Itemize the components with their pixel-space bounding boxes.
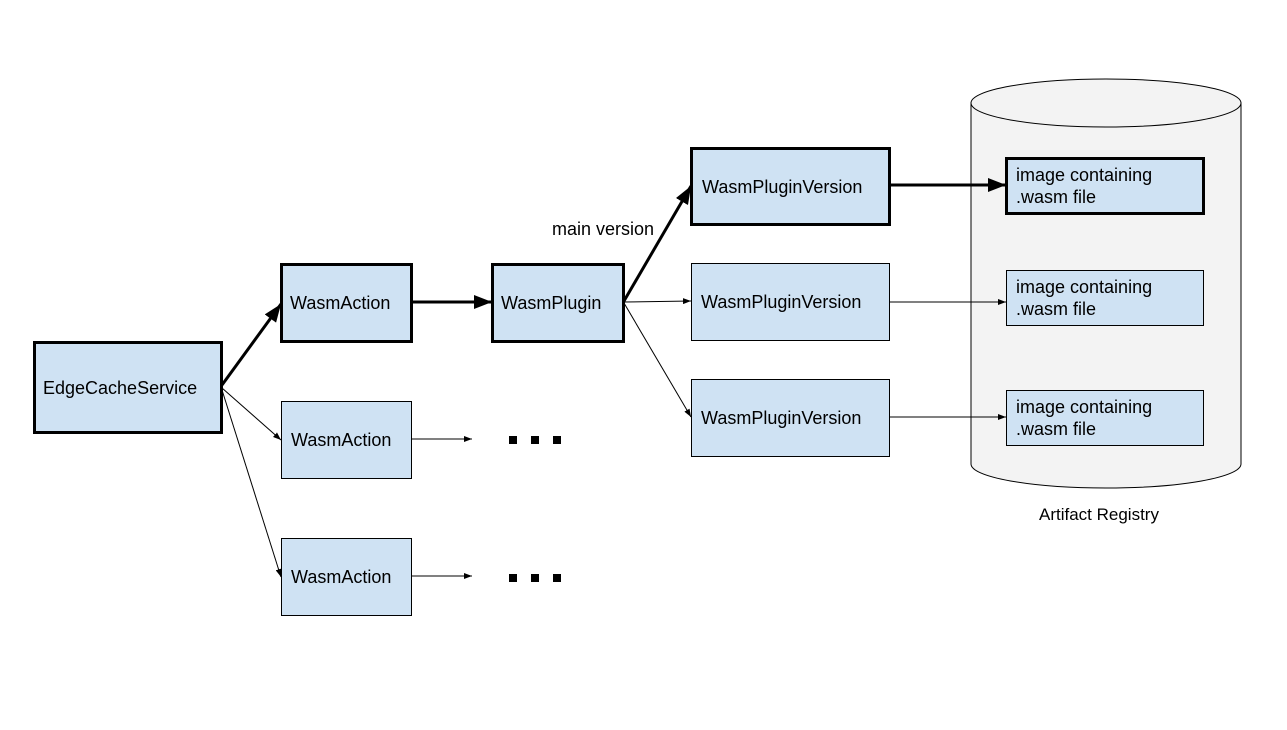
main-version-label: main version <box>552 219 655 239</box>
wasm-image-label-line2: .wasm file <box>1016 299 1097 319</box>
wasm-action-node-1: WasmAction <box>280 263 413 343</box>
wasm-image-label-line1: image containing <box>1016 277 1153 297</box>
continuation-ellipsis-2 <box>509 574 561 582</box>
wasm-plugin-version-node-3: WasmPluginVersion <box>691 379 890 457</box>
wasm-plugin-version-node-2: WasmPluginVersion <box>691 263 890 341</box>
edge-service-to-action-3 <box>221 389 282 578</box>
wasm-image-label-line2: .wasm file <box>1016 187 1097 207</box>
wasm-action-node-3: WasmAction <box>281 538 412 616</box>
edge-service-to-action-1 <box>220 303 283 386</box>
wasm-plugin-node: WasmPlugin <box>491 263 625 343</box>
ellipsis-dot <box>553 574 561 582</box>
ellipsis-dot <box>531 574 539 582</box>
artifact-registry-label: Artifact Registry <box>1039 505 1159 524</box>
wasm-image-label-line1: image containing <box>1016 165 1153 185</box>
wasm-plugin-version-label: WasmPluginVersion <box>702 176 863 197</box>
wasm-action-node-2: WasmAction <box>281 401 412 479</box>
ellipsis-dot <box>509 574 517 582</box>
wasm-action-label: WasmAction <box>291 430 392 450</box>
ellipsis-dot <box>553 436 561 444</box>
edge-cache-service-label: EdgeCacheService <box>43 377 198 398</box>
wasm-plugin-version-label: WasmPluginVersion <box>701 408 862 428</box>
edge-service-to-action-2 <box>221 387 282 441</box>
wasm-image-label-line1: image containing <box>1016 397 1153 417</box>
wasm-image-node-1: image containing .wasm file <box>1005 157 1205 215</box>
edge-plugin-to-version-1 <box>622 185 693 302</box>
edge-plugin-to-version-3 <box>623 302 692 418</box>
wasm-image-node-2: image containing .wasm file <box>1006 270 1204 326</box>
continuation-ellipsis-1 <box>509 436 561 444</box>
wasm-plugin-version-node-1: WasmPluginVersion <box>690 147 891 226</box>
wasm-image-label-line2: .wasm file <box>1016 419 1097 439</box>
ellipsis-dot <box>509 436 517 444</box>
edge-cache-service-node: EdgeCacheService <box>33 341 223 434</box>
ellipsis-dot <box>531 436 539 444</box>
wasm-plugin-version-label: WasmPluginVersion <box>701 292 862 312</box>
wasm-action-label: WasmAction <box>291 567 392 587</box>
wasm-image-node-3: image containing .wasm file <box>1006 390 1204 446</box>
edge-plugin-to-version-2 <box>623 298 692 305</box>
wasm-action-label: WasmAction <box>290 293 391 313</box>
wasm-plugin-label: WasmPlugin <box>501 293 602 313</box>
